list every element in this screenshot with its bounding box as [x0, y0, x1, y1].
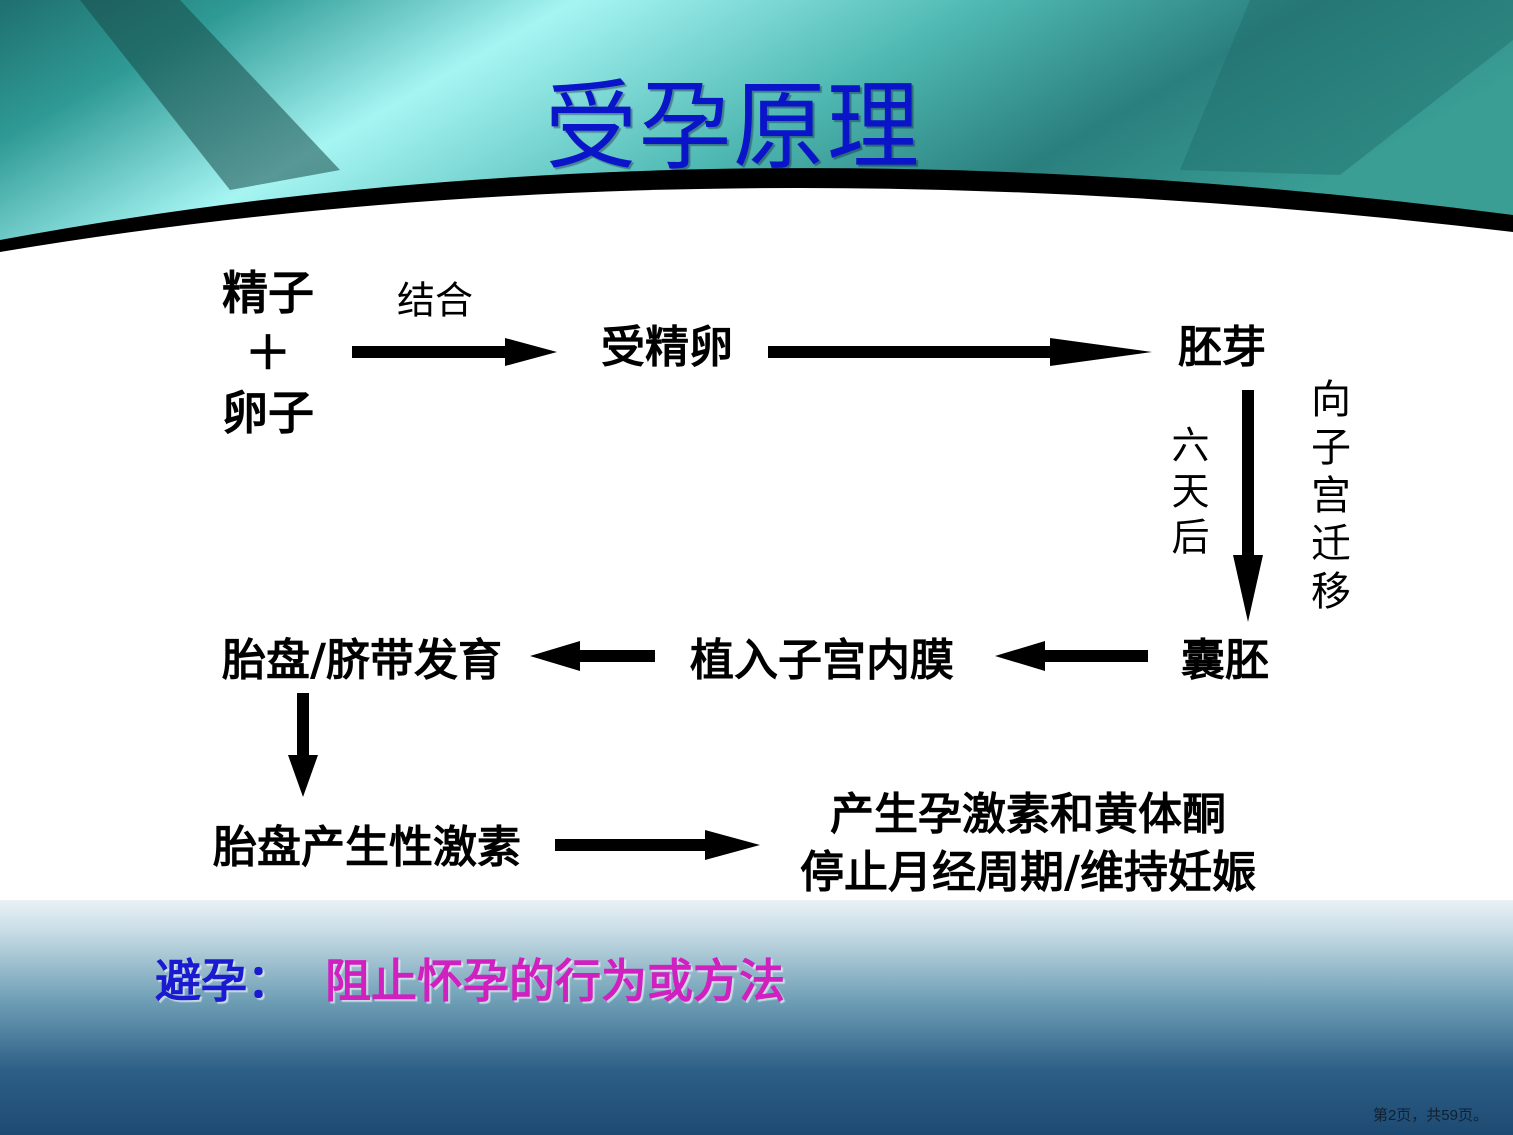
node-placenta-hormones: 胎盘产生性激素 [213, 822, 521, 873]
arrow-label-combine: 结合 [396, 278, 474, 323]
arrow-label-migrate: 向子宫迁移 [1304, 378, 1350, 618]
definition-term: 避孕： [155, 954, 293, 1008]
node-fertilized-egg: 受精卵 [601, 322, 733, 373]
node-sperm: 精子 [222, 266, 314, 320]
node-placenta-development: 胎盘/脐带发育 [221, 635, 503, 686]
node-implant: 植入子宫内膜 [690, 635, 954, 686]
node-blastocyst: 囊胚 [1181, 635, 1269, 686]
node-embryo-bud: 胚芽 [1178, 322, 1266, 373]
arrow-label-six-days: 六天后 [1165, 425, 1209, 563]
page-number: 第2页，共59页。 [1372, 1107, 1488, 1124]
definition-text: 阻止怀孕的行为或方法 [325, 954, 785, 1008]
node-egg: 卵子 [222, 386, 314, 440]
plus-sign: ＋ [245, 326, 291, 380]
page-title: 受孕原理 [545, 70, 922, 184]
result-line-2: 停止月经周期/维持妊娠 [799, 847, 1257, 898]
flow-arrows [288, 338, 1263, 860]
result-line-1: 产生孕激素和黄体酮 [830, 789, 1226, 840]
